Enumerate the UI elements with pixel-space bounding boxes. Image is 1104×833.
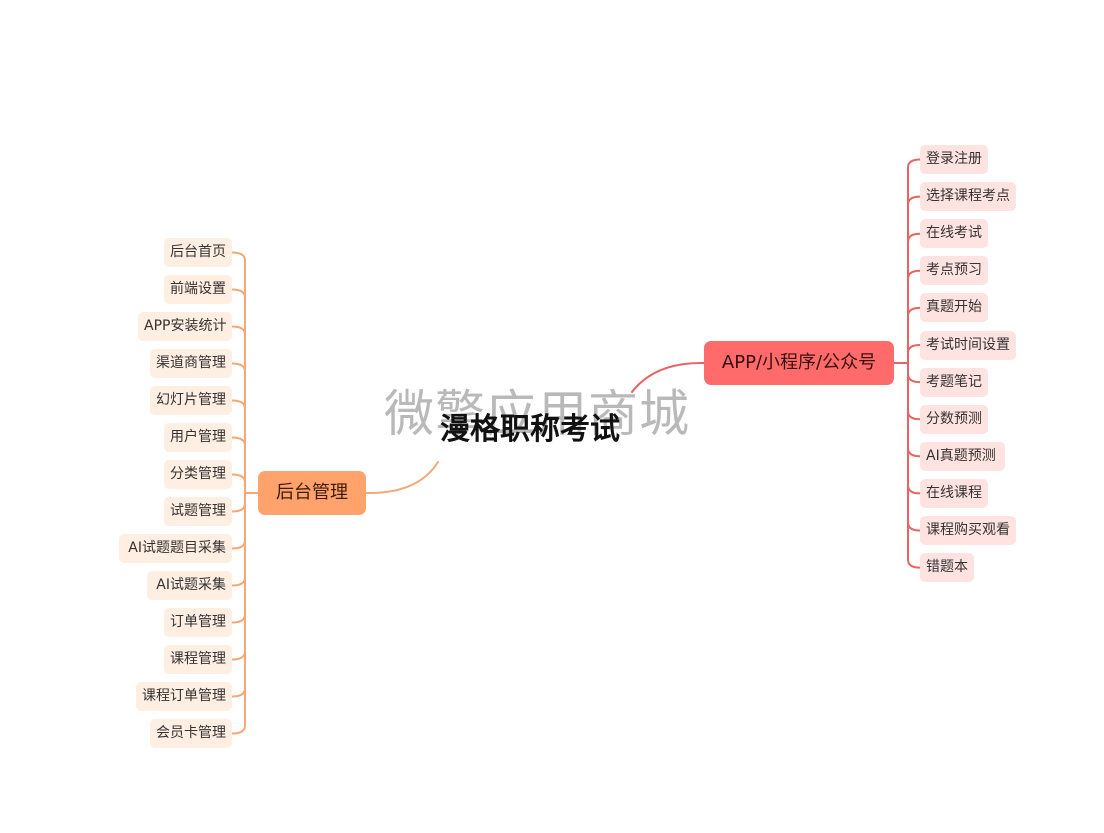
left-leaf-connector — [231, 473, 246, 484]
right-leaf-connector — [907, 410, 921, 421]
right-leaf-connector — [907, 558, 921, 569]
left-leaf-connector — [231, 613, 246, 624]
right-leaf-item[interactable]: 错题本 — [920, 553, 974, 582]
left-leaf-item[interactable]: 幻灯片管理 — [150, 386, 232, 415]
right-leaf-connector — [907, 232, 921, 243]
left-leaf-item[interactable]: AI试题题目采集 — [119, 534, 232, 563]
left-leaf-connector — [231, 251, 246, 262]
right-leaf-connector — [907, 373, 921, 384]
left-leaf-item[interactable]: 后台首页 — [164, 238, 232, 267]
left-leaf-connector — [231, 539, 246, 550]
left-leaf-item[interactable]: 试题管理 — [164, 497, 232, 526]
left-leaf-item[interactable]: 前端设置 — [164, 275, 232, 304]
left-leaf-item[interactable]: APP安装统计 — [138, 312, 232, 341]
watermark: 微擎应用商城 — [384, 385, 690, 443]
right-leaf-item[interactable]: 登录注册 — [920, 145, 988, 174]
left-leaf-connector — [231, 436, 246, 447]
left-leaf-connector — [231, 502, 246, 513]
right-leaf-connector — [907, 484, 921, 495]
right-leaf-connector — [907, 269, 921, 280]
center-to-right-link — [631, 361, 705, 393]
left-leaf-item[interactable]: 分类管理 — [164, 460, 232, 489]
central-topic[interactable]: 漫格职称考试 — [440, 412, 620, 447]
left-leaf-connector — [231, 362, 246, 373]
right-leaf-item[interactable]: 在线考试 — [920, 219, 988, 248]
branch-admin[interactable]: 后台管理 — [258, 471, 366, 515]
right-leaf-connector — [907, 195, 921, 206]
right-leaf-item[interactable]: 在线课程 — [920, 479, 988, 508]
right-leaf-connector — [907, 344, 921, 354]
left-leaf-connector — [231, 687, 246, 698]
right-leaf-item[interactable]: 考题笔记 — [920, 368, 988, 397]
left-leaf-item[interactable]: 订单管理 — [164, 608, 232, 637]
left-leaf-connector — [231, 288, 246, 299]
right-leaf-item[interactable]: 选择课程考点 — [920, 182, 1016, 211]
left-leaf-item[interactable]: 会员卡管理 — [150, 719, 232, 748]
right-leaf-connector — [907, 306, 921, 317]
left-leaf-item[interactable]: 渠道商管理 — [150, 349, 232, 378]
left-leaf-item[interactable]: 课程订单管理 — [136, 682, 232, 711]
right-leaf-item[interactable]: AI真题预测 — [920, 442, 1005, 471]
center-to-left-link — [365, 461, 439, 495]
branch-app-miniprogram[interactable]: APP/小程序/公众号 — [704, 341, 894, 385]
right-leaf-item[interactable]: 真题开始 — [920, 293, 988, 322]
left-leaf-item[interactable]: AI试题采集 — [147, 571, 232, 600]
right-leaf-item[interactable]: 课程购买观看 — [920, 516, 1016, 545]
right-leaf-item[interactable]: 考点预习 — [920, 256, 988, 285]
left-leaf-connector — [231, 325, 246, 336]
right-leaf-item[interactable]: 考试时间设置 — [920, 331, 1016, 360]
right-leaf-connector — [907, 447, 921, 458]
right-leaf-connector — [907, 521, 921, 532]
left-leaf-connector — [231, 576, 246, 587]
left-leaf-connector — [231, 724, 246, 735]
right-leaf-item[interactable]: 分数预测 — [920, 405, 988, 434]
left-leaf-item[interactable]: 用户管理 — [164, 423, 232, 452]
left-leaf-item[interactable]: 课程管理 — [164, 645, 232, 674]
left-leaf-connector — [231, 399, 246, 410]
right-leaf-connector — [907, 158, 921, 169]
left-leaf-connector — [231, 650, 246, 661]
